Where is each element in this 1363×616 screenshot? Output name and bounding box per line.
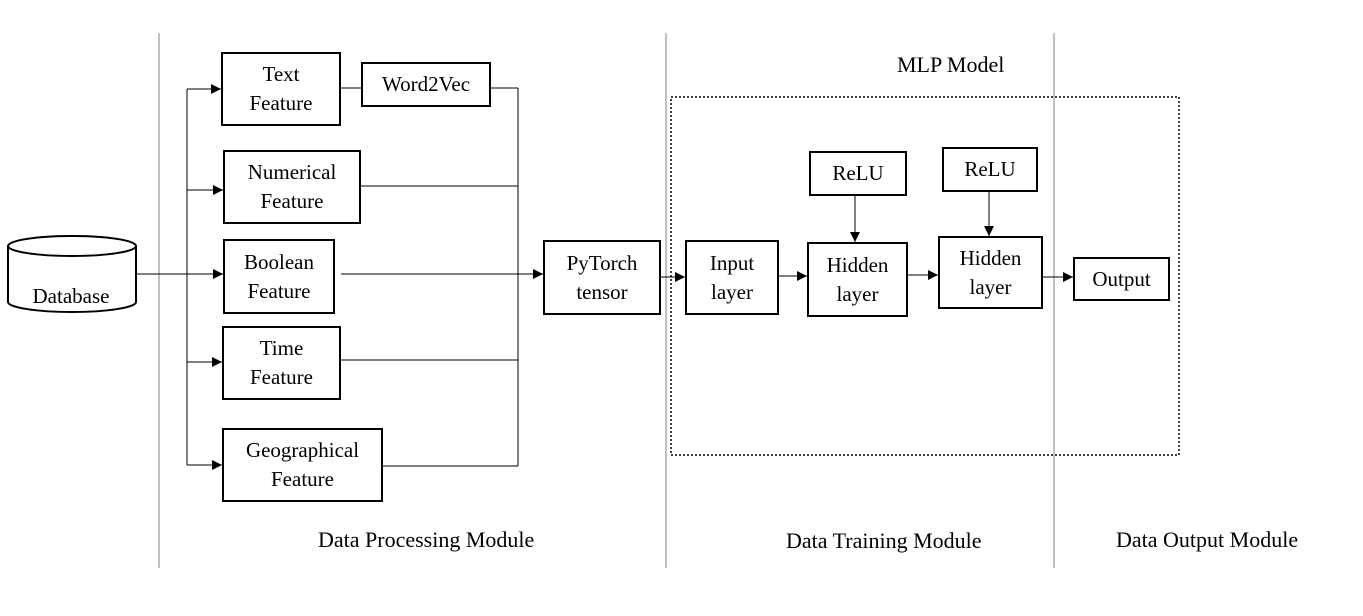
- mlp-model-title: MLP Model: [897, 52, 1005, 77]
- database-label: Database: [32, 284, 110, 308]
- geographical-feature-line1: Geographical: [245, 438, 360, 462]
- word2vec-box: Word2Vec: [361, 62, 491, 107]
- hidden-layer-1-line2: layer: [836, 281, 879, 306]
- output-module-label: Data Output Module: [1116, 527, 1299, 552]
- geographical-feature-line2: Feature: [271, 467, 334, 491]
- hidden-layer-1-box: Hidden layer: [807, 242, 908, 317]
- boolean-feature-line2: Feature: [247, 278, 311, 303]
- output-box: Output: [1073, 257, 1170, 301]
- relu-1-label: ReLU: [832, 161, 884, 185]
- relu-1-box: ReLU: [809, 151, 907, 196]
- word2vec-label: Word2Vec: [381, 72, 471, 96]
- boolean-feature-line1: Boolean: [244, 249, 314, 274]
- database-cylinder: [7, 235, 137, 313]
- numerical-feature-line1: Numerical: [247, 160, 337, 184]
- time-feature-line2: Feature: [250, 365, 313, 389]
- text-feature-line1: Text: [262, 62, 300, 86]
- time-feature-line1: Time: [259, 336, 304, 360]
- input-layer-box: Input layer: [685, 240, 779, 315]
- hidden-layer-2-line2: layer: [969, 274, 1012, 299]
- relu-2-box: ReLU: [942, 147, 1038, 192]
- pytorch-tensor-box: PyTorch tensor: [543, 240, 661, 315]
- hidden-layer-2-box: Hidden layer: [938, 236, 1043, 309]
- mlp-model-boundary: [670, 96, 1180, 456]
- processing-module-label: Data Processing Module: [318, 527, 535, 552]
- hidden-layer-1-line1: Hidden: [826, 252, 889, 277]
- training-module-label: Data Training Module: [786, 528, 982, 553]
- tensor-line1: PyTorch: [566, 250, 638, 275]
- tensor-line2: tensor: [576, 279, 628, 304]
- hidden-layer-2-line1: Hidden: [959, 245, 1022, 270]
- relu-2-label: ReLU: [964, 157, 1016, 181]
- input-layer-line1: Input: [709, 250, 755, 275]
- output-label: Output: [1092, 266, 1151, 291]
- text-feature-line2: Feature: [249, 91, 313, 115]
- input-layer-line2: layer: [711, 279, 753, 304]
- numerical-feature-line2: Feature: [260, 189, 324, 213]
